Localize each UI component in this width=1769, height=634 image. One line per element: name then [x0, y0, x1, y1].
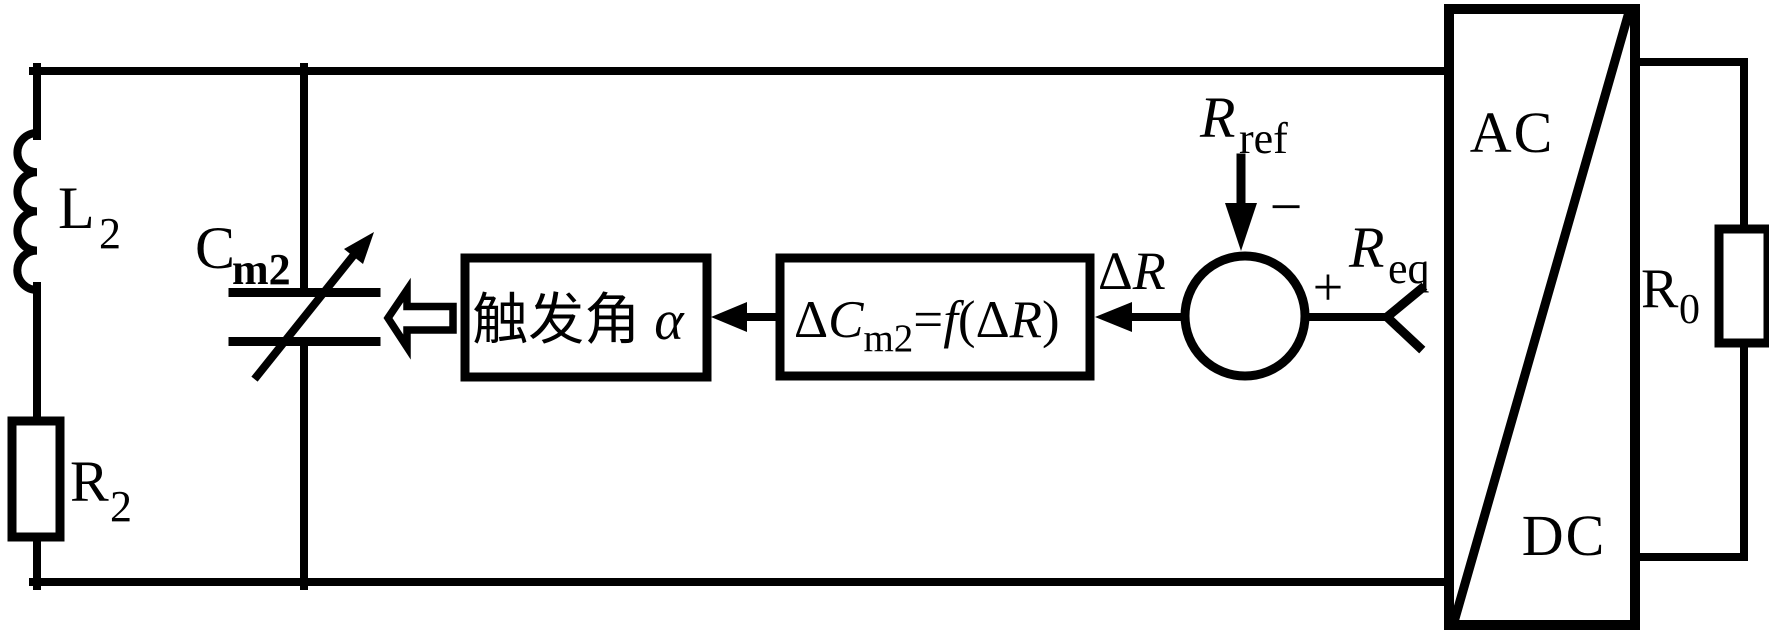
inductor-label-base: L [58, 175, 95, 241]
req-crowfoot-icon [1380, 282, 1428, 354]
resistor-r0-label-sub: 0 [1679, 287, 1700, 333]
resistor-r0-label-base: R [1641, 258, 1679, 320]
variable-capacitor-arrowhead-icon [344, 232, 374, 264]
plus-sign: + [1313, 257, 1343, 317]
req-label-base: R [1348, 215, 1384, 280]
minus-sign: − [1270, 174, 1303, 239]
capacitor-label-base: C [195, 215, 235, 281]
acdc-diagonal-divider [1449, 10, 1634, 624]
rref-arrowhead-icon [1225, 203, 1257, 251]
summing-junction [1180, 251, 1310, 381]
rref-label-base: R [1199, 85, 1235, 150]
delta-r-label: ΔR [1098, 241, 1166, 301]
trigger-angle-block [460, 253, 712, 382]
resistor-r2-label-sub: 2 [110, 482, 132, 531]
function-block-label: ΔCm2=f(ΔR) [794, 291, 1060, 360]
resistor-r0 [1714, 224, 1769, 348]
signal-arrow-1-head-icon [1095, 302, 1132, 332]
signal-arrow-2-head-icon [711, 302, 747, 332]
dc-label: DC [1522, 503, 1607, 568]
resistor-r2 [7, 416, 65, 542]
ac-label: AC [1470, 100, 1555, 165]
inductor-coil [13, 128, 42, 295]
inductor-label-sub: 2 [99, 209, 121, 258]
capacitor-label-sub: m2 [232, 245, 291, 294]
resistor-r2-label-base: R [70, 449, 109, 514]
rref-label-sub: ref [1239, 114, 1288, 163]
variable-capacitor-arrow [251, 250, 359, 382]
block-arrow-left-icon [383, 277, 457, 360]
function-block [775, 253, 1095, 381]
